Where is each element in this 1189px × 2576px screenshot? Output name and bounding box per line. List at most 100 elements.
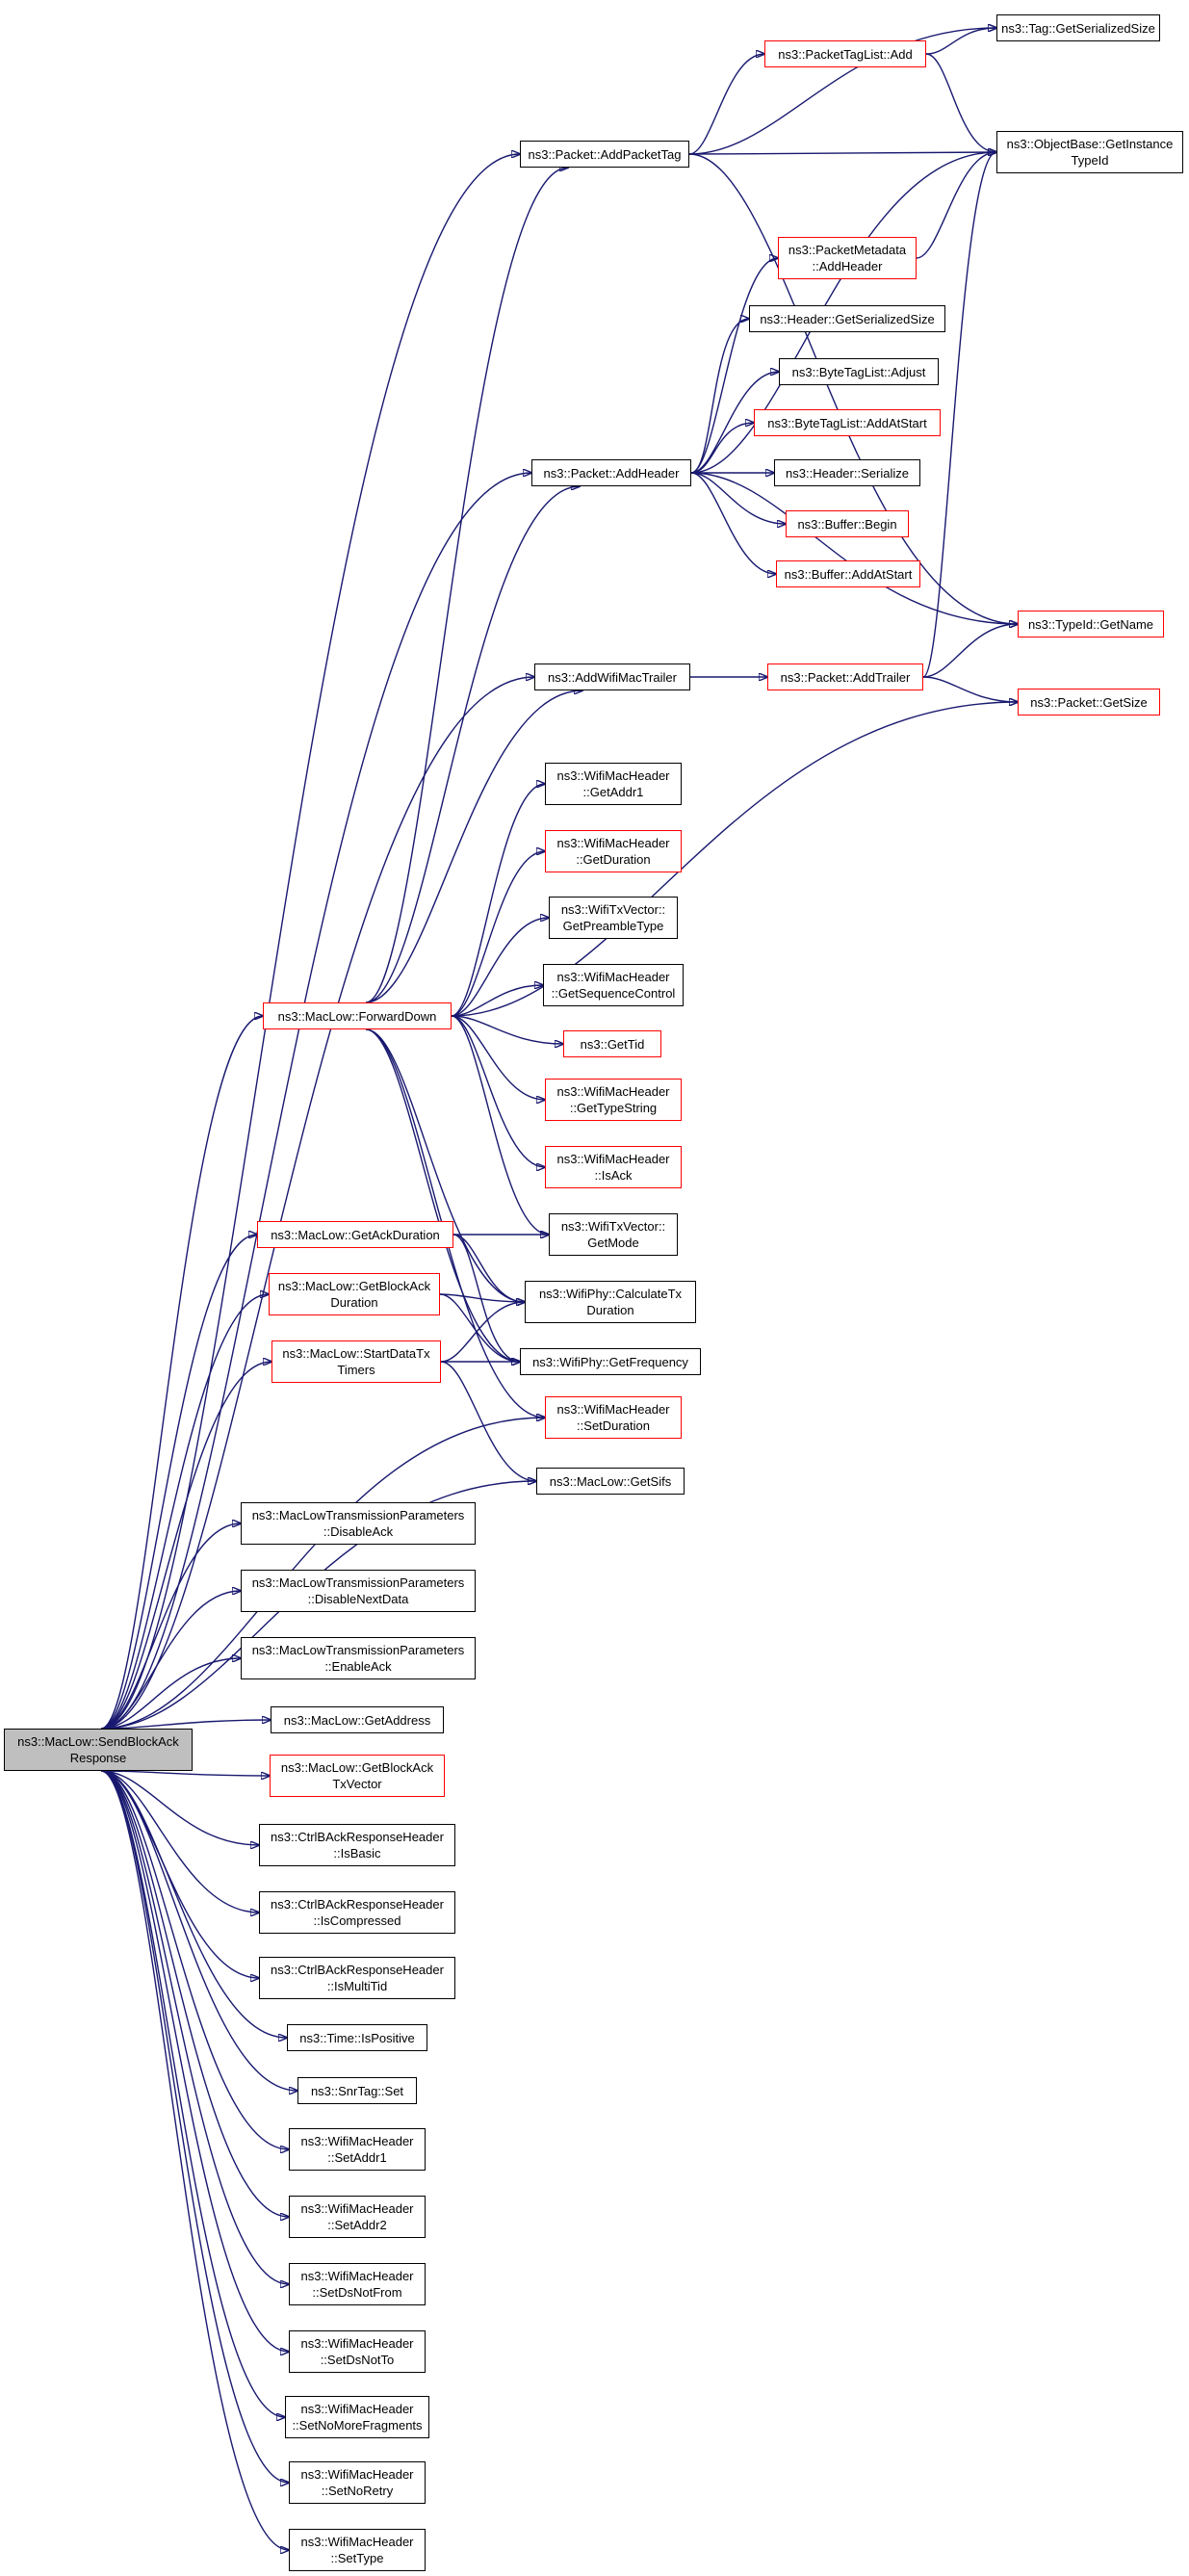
edge-sendblockack-to-addpackettag <box>100 154 520 1730</box>
edge-sendblockack-to-getblockackduration <box>100 1294 269 1730</box>
node-addheader[interactable]: ns3::Packet::AddHeader <box>531 459 691 486</box>
edge-forwarddown-to-addpackettag <box>365 168 568 1003</box>
edge-forwarddown-to-calculatetxduration <box>365 1028 525 1302</box>
node-getsifs[interactable]: ns3::MacLow::GetSifs <box>536 1468 685 1495</box>
node-wmh-getduration[interactable]: ns3::WifiMacHeader ::GetDuration <box>545 830 682 872</box>
edge-addheader-to-btl-addatstart <box>690 423 754 474</box>
edge-forwarddown-to-addwifimactrailer <box>365 690 582 1003</box>
edge-sendblockack-to-mltp-enableack <box>100 1658 241 1730</box>
node-wtv-getpreamble[interactable]: ns3::WifiTxVector:: GetPreambleType <box>549 897 678 939</box>
node-buf-begin[interactable]: ns3::Buffer::Begin <box>786 510 909 537</box>
node-typeid-getname[interactable]: ns3::TypeId::GetName <box>1018 611 1164 637</box>
node-wmh-setaddr2[interactable]: ns3::WifiMacHeader ::SetAddr2 <box>289 2196 426 2238</box>
node-forwarddown[interactable]: ns3::MacLow::ForwardDown <box>263 1002 452 1029</box>
node-btl-addatstart[interactable]: ns3::ByteTagList::AddAtStart <box>754 409 941 436</box>
node-time-ispositive[interactable]: ns3::Time::IsPositive <box>287 2024 427 2051</box>
node-cbrh-isbasic[interactable]: ns3::CtrlBAckResponseHeader ::IsBasic <box>259 1824 455 1866</box>
edge-forwarddown-to-wmh-getduration <box>451 851 545 1017</box>
node-getackduration[interactable]: ns3::MacLow::GetAckDuration <box>257 1221 453 1248</box>
edge-addtrailer-to-typeid-getname <box>922 624 1018 678</box>
node-wmh-setaddr1[interactable]: ns3::WifiMacHeader ::SetAddr1 <box>289 2128 426 2171</box>
node-addtrailer[interactable]: ns3::Packet::AddTrailer <box>767 664 923 690</box>
node-wmh-setdsnotto[interactable]: ns3::WifiMacHeader ::SetDsNotTo <box>289 2330 426 2373</box>
node-calculatetxduration[interactable]: ns3::WifiPhy::CalculateTx Duration <box>525 1281 696 1323</box>
node-getaddress[interactable]: ns3::MacLow::GetAddress <box>271 1706 444 1733</box>
node-ptl-add[interactable]: ns3::PacketTagList::Add <box>764 40 926 67</box>
edge-addheader-to-pm-addheader <box>690 258 778 474</box>
node-wmh-setnoretry[interactable]: ns3::WifiMacHeader ::SetNoRetry <box>289 2461 426 2504</box>
node-buf-addatstart[interactable]: ns3::Buffer::AddAtStart <box>776 560 920 587</box>
edge-addpackettag-to-ptl-add <box>688 54 764 155</box>
node-getfrequency[interactable]: ns3::WifiPhy::GetFrequency <box>520 1348 701 1375</box>
edge-getackduration-to-calculatetxduration <box>452 1234 525 1302</box>
edge-startdatatxtimers-to-getsifs <box>440 1361 536 1481</box>
edge-sendblockack-to-wmh-settype <box>100 1770 289 2550</box>
edge-forwarddown-to-wmh-isack <box>451 1015 545 1167</box>
edge-forwarddown-to-wtv-getmode <box>451 1015 549 1235</box>
node-cbrh-iscompressed[interactable]: ns3::CtrlBAckResponseHeader ::IsCompress… <box>259 1891 455 1934</box>
edge-sendblockack-to-cbrh-iscompressed <box>100 1770 259 1912</box>
node-pkt-getsize[interactable]: ns3::Packet::GetSize <box>1018 689 1160 716</box>
node-wmh-setduration[interactable]: ns3::WifiMacHeader ::SetDuration <box>545 1396 682 1439</box>
node-tag-getser[interactable]: ns3::Tag::GetSerializedSize <box>996 14 1160 41</box>
edge-sendblockack-to-startdatatxtimers <box>100 1362 271 1730</box>
edge-forwarddown-to-getfrequency <box>365 1028 520 1362</box>
edge-forwarddown-to-wmh-getaddr1 <box>451 784 545 1017</box>
node-hdr-getser[interactable]: ns3::Header::GetSerializedSize <box>749 305 945 332</box>
node-gettid[interactable]: ns3::GetTid <box>563 1030 661 1057</box>
node-hdr-serialize[interactable]: ns3::Header::Serialize <box>774 459 920 486</box>
node-wmh-isack[interactable]: ns3::WifiMacHeader ::IsAck <box>545 1146 682 1188</box>
node-sendblockack: ns3::MacLow::SendBlockAck Response <box>4 1729 193 1771</box>
node-cbrh-ismultitid[interactable]: ns3::CtrlBAckResponseHeader ::IsMultiTid <box>259 1957 455 1999</box>
node-snrtag-set[interactable]: ns3::SnrTag::Set <box>297 2077 417 2104</box>
node-addpackettag[interactable]: ns3::Packet::AddPacketTag <box>520 141 689 168</box>
edge-addpackettag-to-typeid-getname <box>688 153 1018 624</box>
edge-addpackettag-to-tag-getser <box>688 28 996 155</box>
edge-addheader-to-btl-adjust <box>690 372 779 474</box>
edge-ptl-add-to-tag-getser <box>925 28 996 55</box>
edge-sendblockack-to-wmh-setnomorefrag <box>100 1770 285 2417</box>
edge-pm-addheader-to-getinstancetypeid <box>916 152 996 259</box>
edge-addheader-to-buf-begin <box>690 472 786 524</box>
node-wmh-getaddr1[interactable]: ns3::WifiMacHeader ::GetAddr1 <box>545 763 682 805</box>
edge-sendblockack-to-wmh-setaddr2 <box>100 1770 289 2217</box>
node-wmh-gettypestring[interactable]: ns3::WifiMacHeader ::GetTypeString <box>545 1079 682 1121</box>
edge-sendblockack-to-getackduration <box>100 1235 257 1730</box>
node-wmh-getseqctl[interactable]: ns3::WifiMacHeader ::GetSequenceControl <box>543 964 684 1006</box>
edge-ptl-add-to-getinstancetypeid <box>925 53 996 152</box>
edge-sendblockack-to-wmh-setaddr1 <box>100 1770 289 2149</box>
edge-forwarddown-to-addheader <box>365 486 580 1003</box>
node-getblockacktxvector[interactable]: ns3::MacLow::GetBlockAck TxVector <box>270 1755 445 1797</box>
node-wmh-setdsnotfrom[interactable]: ns3::WifiMacHeader ::SetDsNotFrom <box>289 2263 426 2305</box>
node-mltp-disablenextdata[interactable]: ns3::MacLowTransmissionParameters ::Disa… <box>241 1570 476 1612</box>
node-startdatatxtimers[interactable]: ns3::MacLow::StartDataTx Timers <box>271 1340 441 1383</box>
node-wmh-settype[interactable]: ns3::WifiMacHeader ::SetType <box>289 2529 426 2571</box>
node-wtv-getmode[interactable]: ns3::WifiTxVector:: GetMode <box>549 1213 678 1256</box>
edge-sendblockack-to-mltp-disableack <box>100 1523 241 1730</box>
node-wmh-setnomorefrag[interactable]: ns3::WifiMacHeader ::SetNoMoreFragments <box>285 2396 429 2438</box>
node-pm-addheader[interactable]: ns3::PacketMetadata ::AddHeader <box>778 237 917 279</box>
edge-sendblockack-to-cbrh-isbasic <box>100 1770 259 1845</box>
edge-sendblockack-to-snrtag-set <box>100 1770 297 2091</box>
edge-addpackettag-to-getinstancetypeid <box>688 152 996 154</box>
edge-sendblockack-to-wmh-setdsnotto <box>100 1770 289 2352</box>
node-getinstancetypeid[interactable]: ns3::ObjectBase::GetInstance TypeId <box>996 131 1183 173</box>
node-getblockackduration[interactable]: ns3::MacLow::GetBlockAck Duration <box>269 1273 440 1315</box>
edge-sendblockack-to-getblockacktxvector <box>100 1770 270 1776</box>
edge-startdatatxtimers-to-calculatetxduration <box>440 1302 525 1363</box>
edge-addheader-to-buf-addatstart <box>690 472 776 574</box>
edge-sendblockack-to-forwarddown <box>100 1016 263 1730</box>
edge-sendblockack-to-addheader <box>100 473 531 1730</box>
edge-sendblockack-to-mltp-disablenextdata <box>100 1591 241 1730</box>
edge-forwarddown-to-wmh-getseqctl <box>451 985 543 1017</box>
edge-sendblockack-to-wmh-setnoretry <box>100 1770 289 2483</box>
edge-addheader-to-typeid-getname <box>690 472 1018 624</box>
node-mltp-enableack[interactable]: ns3::MacLowTransmissionParameters ::Enab… <box>241 1637 476 1679</box>
node-mltp-disableack[interactable]: ns3::MacLowTransmissionParameters ::Disa… <box>241 1502 476 1545</box>
node-addwifimactrailer[interactable]: ns3::AddWifiMacTrailer <box>534 664 690 690</box>
edge-forwarddown-to-pkt-getsize <box>451 702 1018 1017</box>
edge-getblockackduration-to-calculatetxduration <box>439 1293 525 1302</box>
edge-sendblockack-to-wmh-setdsnotfrom <box>100 1770 289 2284</box>
node-btl-adjust[interactable]: ns3::ByteTagList::Adjust <box>779 358 939 385</box>
